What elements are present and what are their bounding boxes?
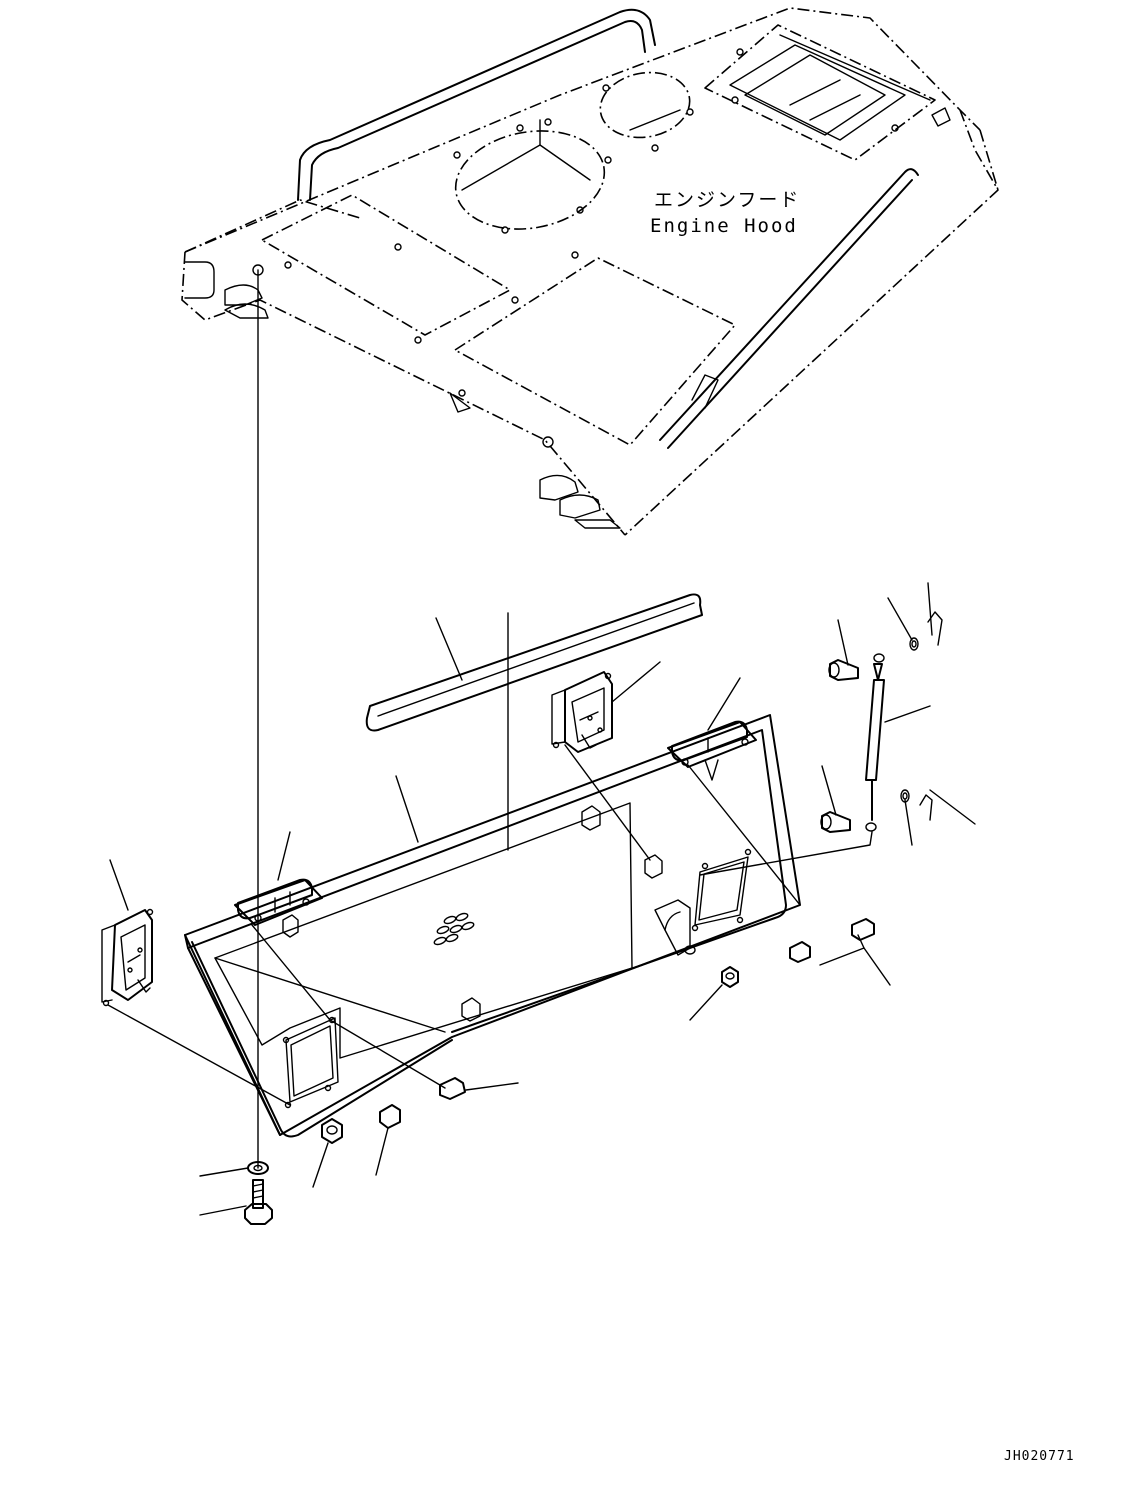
stopper-1 xyxy=(439,1077,466,1100)
stopper-2 xyxy=(379,1104,401,1129)
hinge-left xyxy=(234,878,323,926)
stopper-4 xyxy=(851,918,875,941)
weather-strip xyxy=(365,593,703,732)
assembly-lines xyxy=(107,612,873,1106)
snap-ring-upper xyxy=(909,637,919,651)
door-panel xyxy=(184,714,801,1138)
bolt xyxy=(244,1179,273,1225)
leader-lines xyxy=(109,582,976,1216)
hinge-right xyxy=(667,720,757,781)
nut-right xyxy=(721,966,739,988)
bracket-fragment-upper xyxy=(927,611,943,646)
pin-lower xyxy=(820,811,851,833)
gas-spring xyxy=(865,653,885,832)
stopper-3 xyxy=(789,941,811,963)
engine-hood-outline xyxy=(181,7,999,536)
nut-left xyxy=(321,1118,343,1144)
engine-hood-label-jp: エンジンフード xyxy=(654,189,800,211)
lock-upper xyxy=(551,671,613,753)
lock-lower xyxy=(101,908,154,1007)
pin-upper xyxy=(828,659,859,681)
bracket-fragment-lower xyxy=(919,794,933,821)
drawing-code: JH020771 xyxy=(1004,1449,1075,1464)
engine-hood-label-en: Engine Hood xyxy=(650,215,798,237)
